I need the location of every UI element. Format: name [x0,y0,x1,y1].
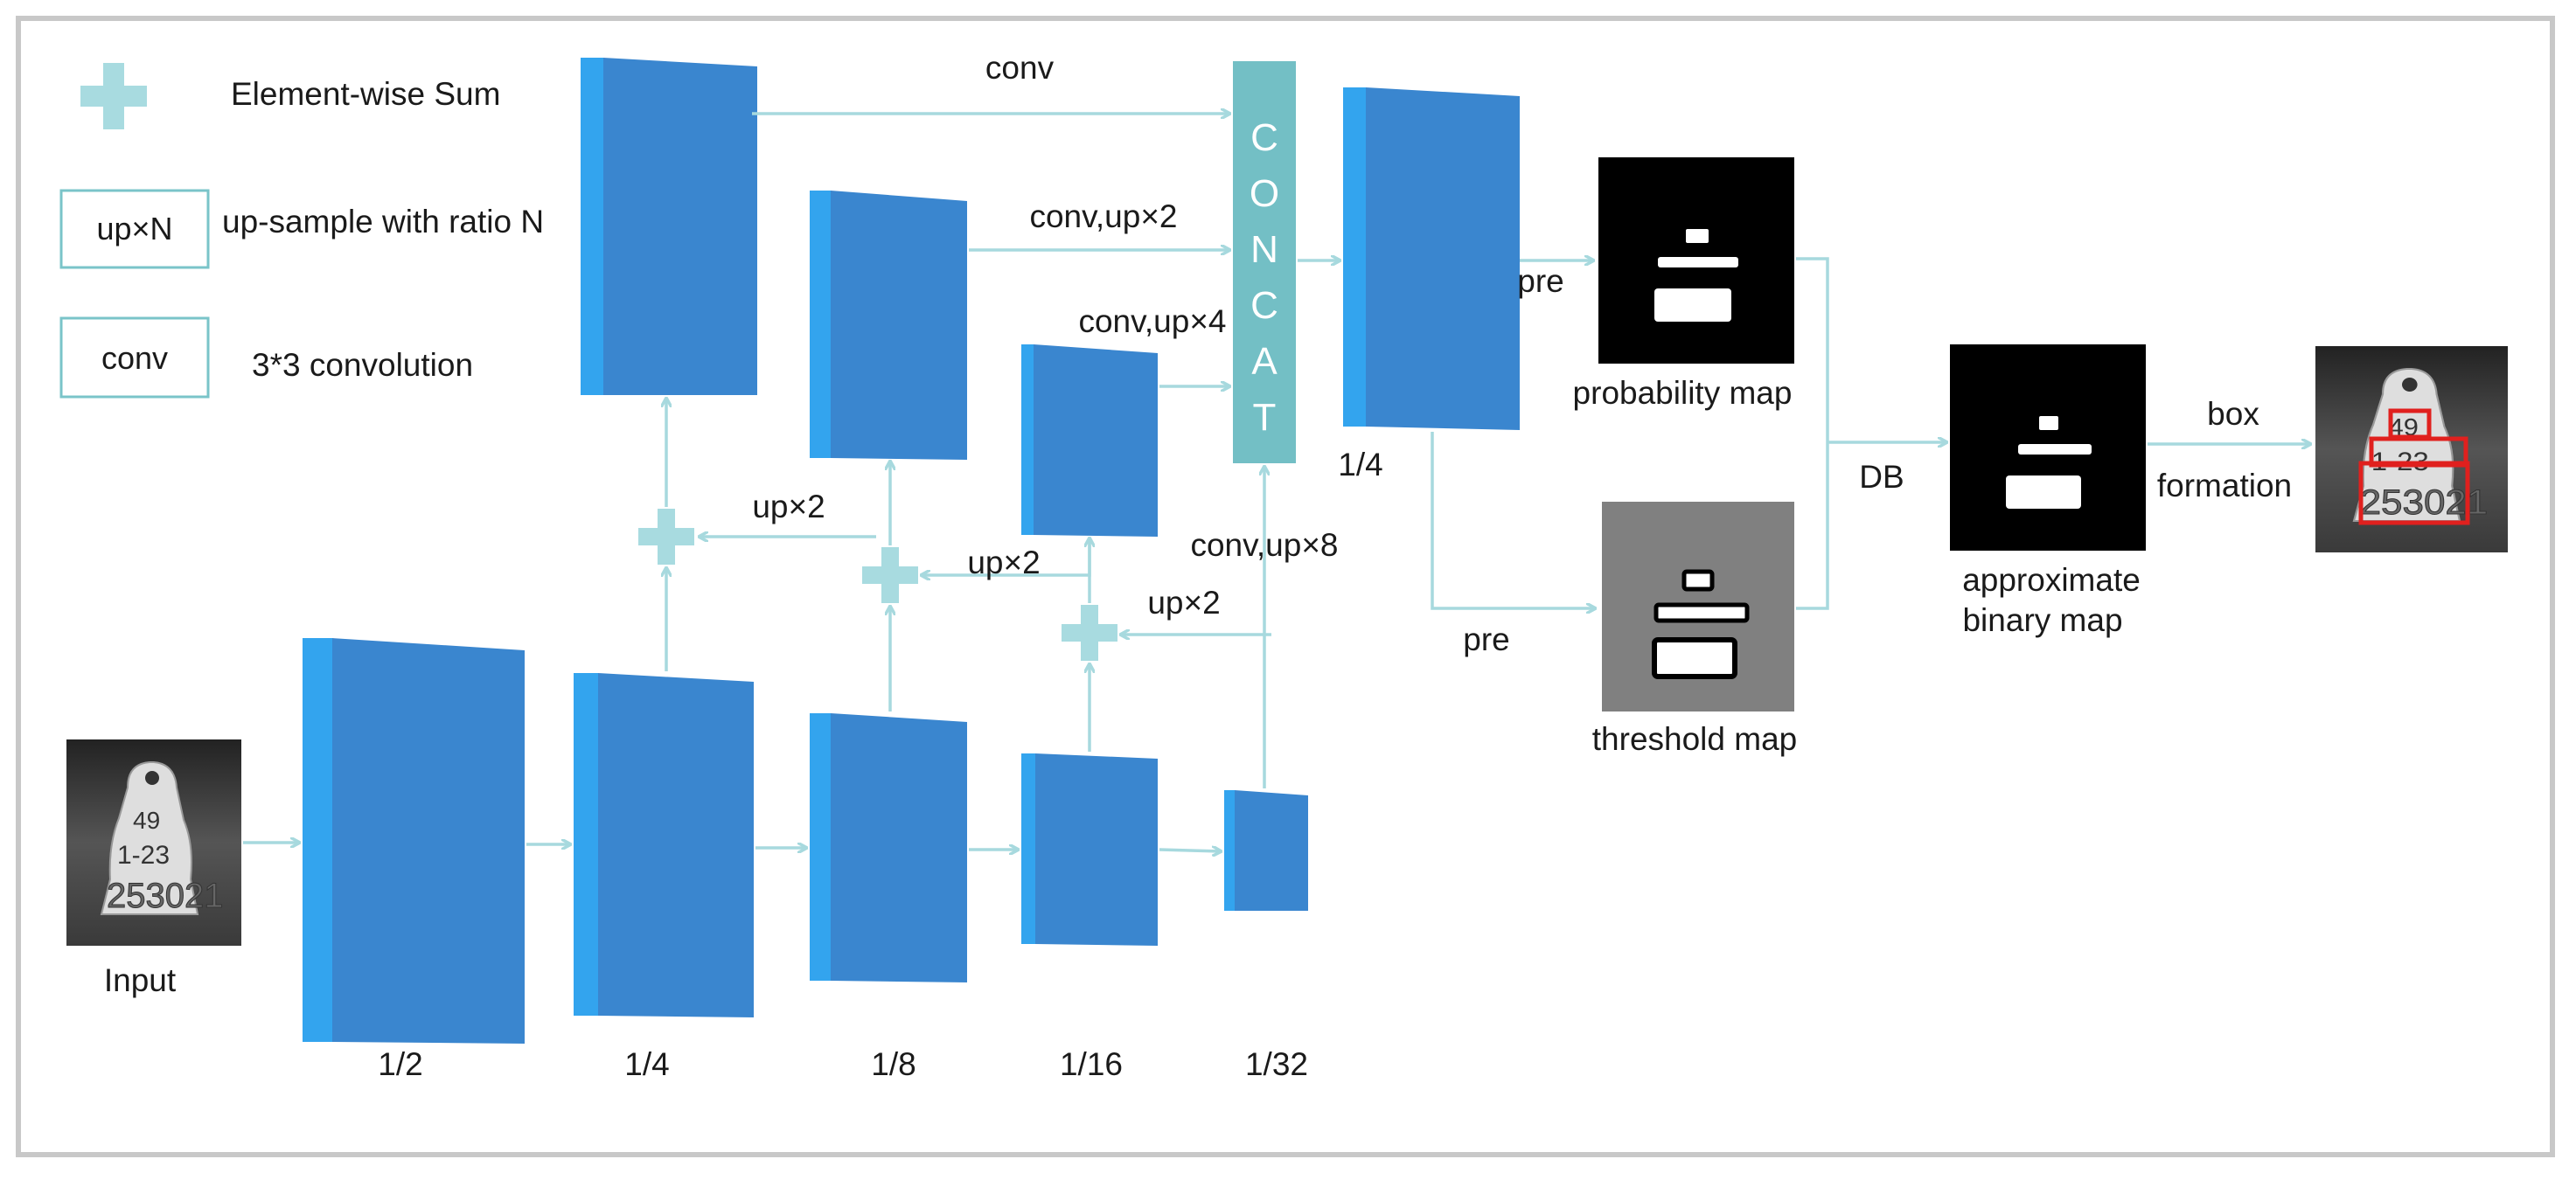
input-image [66,739,242,947]
concat-letter-t: T [1253,396,1277,439]
threshold-map-image [1602,502,1794,711]
probability-map-label: probability map [1573,375,1793,411]
input-label: Input [104,962,177,998]
fused-feature-block [1343,87,1520,430]
legend-sum-icon [80,63,147,129]
fused-label: 1/4 [1338,447,1382,482]
label-up2-b: up×2 [967,545,1040,580]
label-pre-bottom: pre [1463,621,1509,657]
sum-node-1-16 [1062,605,1117,661]
label-up2-a: up×2 [752,489,825,524]
output-detection-boxes [2358,408,2470,525]
concat-letter-a: A [1251,340,1278,383]
backbone-block-1-32 [1224,790,1308,911]
legend-conv-box [59,316,210,399]
concat-letter-c2: C [1250,284,1278,327]
db-label: DB [1859,459,1904,495]
label-conv-up2: conv,up×2 [1029,198,1177,234]
concat-letter-n: N [1250,228,1278,271]
backbone-block-1-8 [810,713,967,982]
concat-block [1233,61,1296,463]
sum-node-1-4 [638,509,694,565]
backbone-label-1-16: 1/16 [1060,1046,1123,1082]
arrow-fused-to-thresh [1431,432,1595,608]
fpn-block-1-8 [810,191,967,460]
backbone-label-1-2: 1/2 [378,1046,422,1082]
box-label: box [2207,396,2259,432]
merge-bracket [1796,257,1829,610]
fpn-block-1-4 [581,58,757,395]
backbone-block-1-4 [574,673,754,1017]
legend-upsample-box [59,189,210,269]
label-conv-up4: conv,up×4 [1078,303,1226,339]
legend-upsample-label: up-sample with ratio N [222,204,544,239]
label-conv: conv [985,50,1055,86]
fpn-block-1-16 [1021,344,1158,537]
arrow-1-16-to-1-32 [1159,850,1221,851]
legend-sum-label: Element-wise Sum [231,76,500,112]
backbone-block-1-16 [1021,753,1158,946]
formation-label: formation [2157,468,2292,503]
probability-map-image [1598,157,1794,364]
sum-node-1-8 [862,547,918,603]
backbone-label-1-4: 1/4 [624,1046,669,1082]
backbone-label-1-32: 1/32 [1245,1046,1308,1082]
concat-letter-c1: C [1250,116,1278,159]
label-up2-c: up×2 [1147,585,1220,621]
legend-conv-label: 3*3 convolution [252,347,473,383]
legend-upsample-box-text: up×N [96,211,172,246]
arrow-up2-to-sum-1-8 [922,538,1091,575]
backbone-block-1-2 [303,638,525,1044]
label-pre-top: pre [1517,263,1563,299]
approx-map-label-line2: binary map [1962,602,2122,638]
approx-map-label-line1: approximate [1962,562,2141,598]
threshold-map-label: threshold map [1592,721,1797,757]
backbone-label-1-8: 1/8 [871,1046,916,1082]
label-conv-up8: conv,up×8 [1190,527,1338,563]
approx-binary-map-image [1950,344,2146,551]
legend-conv-box-text: conv [101,340,168,376]
concat-letter-o: O [1250,172,1279,215]
